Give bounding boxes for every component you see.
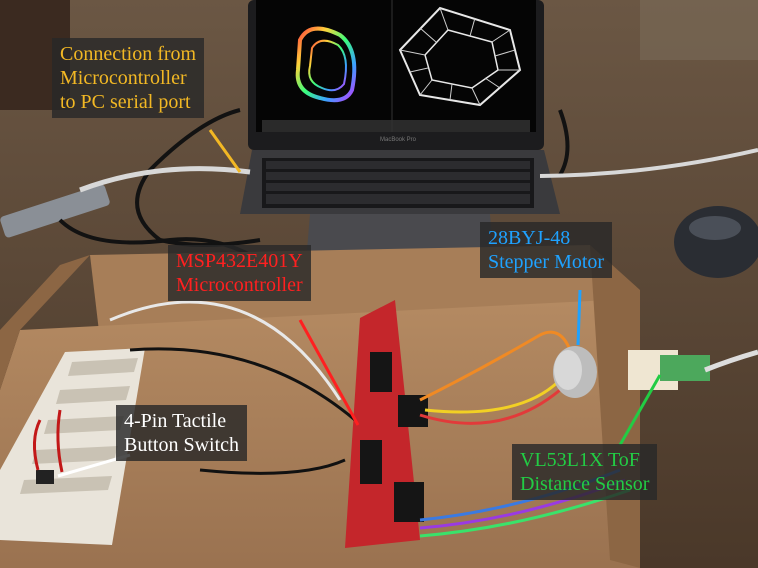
annotation-line: Microcontroller <box>60 67 187 89</box>
laptop-screen <box>256 0 536 132</box>
wire-black-box-2 <box>199 458 346 475</box>
pointer-motor <box>576 289 582 346</box>
annotation-microcontroller: MSP432E401Y Microcontroller <box>168 245 311 301</box>
box-floor <box>0 300 640 568</box>
wire-red <box>419 388 561 425</box>
annotation-line: Button Switch <box>124 434 240 456</box>
annotation-line: VL53L1X ToF <box>520 449 640 471</box>
mouse-highlight <box>689 216 741 240</box>
cable-black-3 <box>558 109 570 177</box>
annotation-stepper-motor: 28BYJ-48 Stepper Motor <box>480 222 613 278</box>
annotation-line: Connection from <box>60 43 197 65</box>
pointer-serial <box>208 129 242 173</box>
board-header-mid <box>360 440 382 484</box>
wire-black-box <box>129 347 356 422</box>
scan-plot-color-inner <box>308 39 347 92</box>
cable-black-1 <box>135 108 261 247</box>
annotation-button-switch: 4-Pin Tactile Button Switch <box>116 405 248 461</box>
board-header-bottom <box>394 482 424 522</box>
jumper-red-2 <box>56 409 64 473</box>
annotation-serial-connection: Connection from Microcontroller to PC se… <box>52 38 205 118</box>
wire-orange <box>419 330 572 402</box>
board-header-side <box>398 395 428 427</box>
cable-white-2 <box>539 148 758 178</box>
pointer-mcu <box>298 319 360 426</box>
annotation-line: Microcontroller <box>176 274 303 296</box>
sensor-cable <box>704 349 758 373</box>
annotation-line: to PC serial port <box>60 91 191 113</box>
wire-white-box <box>109 300 342 401</box>
pointer-sensor <box>618 374 662 446</box>
laptop-window-bar <box>262 120 530 132</box>
cable-white <box>79 166 251 193</box>
annotation-line: MSP432E401Y <box>176 250 303 272</box>
board-header-top <box>370 352 392 392</box>
tof-sensor <box>660 355 710 381</box>
laptop-brand-text: MacBook Pro <box>380 137 417 143</box>
box-left-wall <box>0 255 90 390</box>
window-glare <box>640 0 758 60</box>
laptop <box>240 0 560 262</box>
usb-hub <box>0 184 110 238</box>
stepper-motor-face <box>554 350 582 390</box>
tactile-button <box>36 470 54 484</box>
jumper-red-1 <box>33 419 42 471</box>
annotation-line: 4-Pin Tactile <box>124 410 227 432</box>
annotation-line: Distance Sensor <box>520 473 650 495</box>
scan-plot-color <box>295 26 357 103</box>
annotation-tof-sensor: VL53L1X ToF Distance Sensor <box>512 444 658 500</box>
annotation-line: 28BYJ-48 <box>488 227 571 249</box>
annotation-line: Stepper Motor <box>488 251 605 273</box>
wire-yellow <box>424 378 562 414</box>
